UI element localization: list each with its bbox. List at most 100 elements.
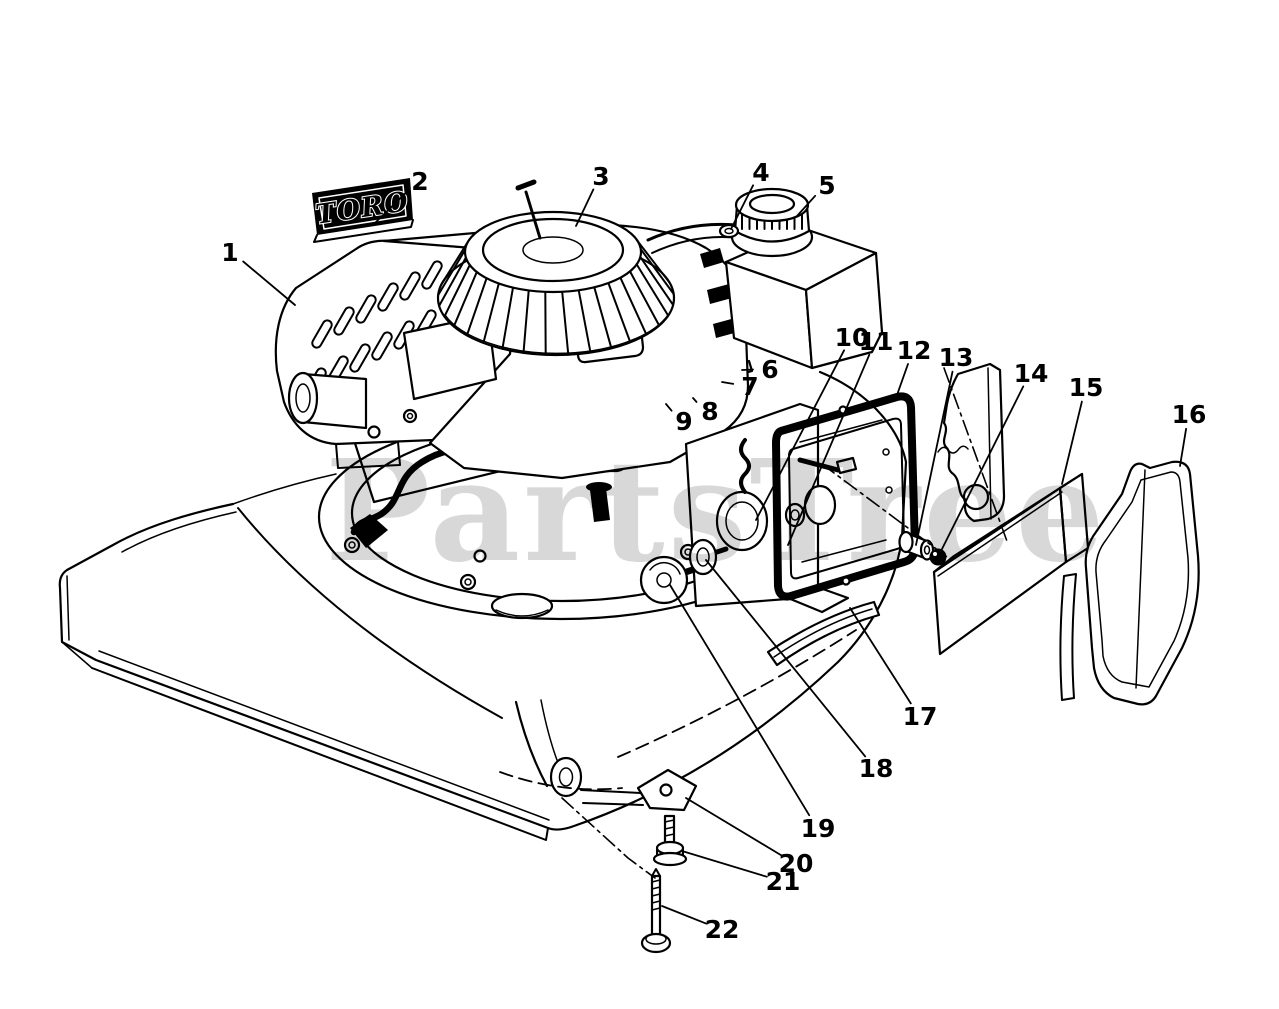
- deck-rim-dashed: [617, 629, 857, 758]
- callout-19-leader: [669, 584, 811, 817]
- recoil-rib-line: [577, 289, 592, 354]
- fuel-tank: [718, 187, 884, 370]
- spark-plug-boot: [350, 514, 388, 548]
- callout-14-leader: [939, 385, 1025, 554]
- deck-hub-hole: [558, 767, 574, 787]
- deck-hub-boss: [549, 756, 583, 798]
- deck-edge-hidden: [232, 473, 337, 505]
- vent-slot: [349, 343, 371, 373]
- recoil-rib-line: [522, 289, 530, 354]
- cover-outer: [1084, 460, 1200, 706]
- blade-bolt: [640, 868, 672, 954]
- bracket-hole: [659, 783, 673, 797]
- element-front-face: [932, 486, 1068, 656]
- callout-2-leader: [375, 190, 409, 223]
- recoil-rib-line: [465, 277, 488, 337]
- vent-slot: [333, 306, 355, 336]
- air-filter-cover: [1059, 460, 1200, 706]
- deck-hub-dashed-arc: [499, 771, 623, 791]
- recoil-rib-line: [607, 282, 632, 344]
- watermark-text: PartsTree: [325, 430, 1107, 594]
- muffler-legs: [335, 441, 401, 469]
- gasket-hole-right2: [885, 486, 893, 494]
- callout-12-leader: [896, 363, 909, 396]
- callout-19-label: 19: [801, 814, 836, 843]
- muffler-bolt: [367, 425, 381, 439]
- callout-16-label: 16: [1172, 400, 1207, 429]
- gasket-hole-right1: [882, 448, 890, 456]
- decal-shadow-edge: [313, 219, 414, 243]
- callout-20-label: 20: [779, 849, 814, 878]
- callout-15-leader: [1061, 400, 1083, 485]
- deck-skirt-line2: [540, 699, 561, 769]
- recoil-rib-line: [619, 276, 648, 336]
- bolt22-shank: [650, 874, 662, 938]
- gasket-frame: [772, 392, 919, 601]
- centerline-bracket: [943, 367, 1009, 545]
- deck-oval-hole-shadow: [495, 609, 549, 617]
- callout-21-label: 21: [766, 867, 801, 896]
- recoil-top-inner: [481, 217, 625, 283]
- callout-21-leader: [681, 850, 768, 878]
- tank-right-face: [804, 251, 884, 370]
- callout-10-leader: [755, 349, 845, 521]
- rope-handle: [515, 179, 537, 191]
- recoil-rib-line: [637, 240, 671, 285]
- tank-grommet: [718, 223, 740, 239]
- air-cleaner-gasket: [772, 392, 919, 601]
- callout-20-leader: [685, 797, 783, 857]
- callout-17-label: 17: [903, 702, 938, 731]
- deck-top-double-edge: [121, 511, 237, 553]
- bolt22-head-top: [645, 933, 667, 945]
- starter-rope: [524, 190, 542, 240]
- knob-inner: [696, 547, 710, 567]
- callout-1-label: 1: [221, 238, 238, 267]
- nut-glint: [933, 552, 937, 556]
- callout-13-leader: [915, 370, 954, 546]
- centerline-bolts: [561, 797, 656, 879]
- callout-18-label: 18: [859, 754, 894, 783]
- callout-6-leader: [741, 368, 754, 371]
- vent-slot: [355, 294, 377, 324]
- callout-12-label: 12: [897, 336, 932, 365]
- breather-elbow: [739, 438, 751, 494]
- bowl-bolt: [590, 488, 610, 522]
- deck-corner-fold: [61, 575, 93, 669]
- deck-hem-line: [91, 667, 549, 841]
- base-opening-inner: [725, 501, 759, 541]
- recoil-rib-line: [443, 264, 471, 318]
- centerlines: [561, 367, 1009, 879]
- recoil-rib-line: [629, 270, 661, 327]
- recoil-rib-line: [501, 286, 514, 350]
- recoil-rim-lower: [444, 314, 669, 355]
- bulb-outer: [639, 555, 689, 605]
- callout-5-leader: [796, 194, 817, 217]
- toro-decal: TORO: [312, 178, 414, 243]
- muffler-outlet: [287, 371, 319, 425]
- cover-crease: [1135, 469, 1146, 689]
- vent-slot: [399, 271, 421, 301]
- bolt21-threads: [664, 819, 675, 837]
- gasket-inner-line: [788, 417, 905, 580]
- callout-1-leader: [242, 260, 296, 306]
- mount-screw-shaft: [797, 457, 841, 473]
- isolator-clip-2: [707, 284, 732, 304]
- tank-grommet-hole: [724, 227, 734, 235]
- callout-7-label: 7: [741, 372, 758, 401]
- spacer-hole: [923, 545, 931, 555]
- decal-plate: [312, 178, 413, 235]
- callout-14-label: 14: [1014, 359, 1049, 388]
- deck-lip-inner-edge: [98, 650, 550, 821]
- recoil-rib-line: [639, 255, 675, 306]
- callout-10-label: 10: [835, 323, 870, 352]
- recoil-rib-line: [440, 241, 469, 286]
- gasket-hole-bottom: [841, 576, 851, 586]
- mounting-foot-wedge: [766, 600, 881, 667]
- cover-inner-line: [1095, 471, 1190, 688]
- shroud-side-bolt: [402, 408, 418, 424]
- base-echo-lines: [799, 419, 887, 563]
- bracket-squiggle: [937, 445, 969, 454]
- deck-skirt-line: [514, 700, 549, 788]
